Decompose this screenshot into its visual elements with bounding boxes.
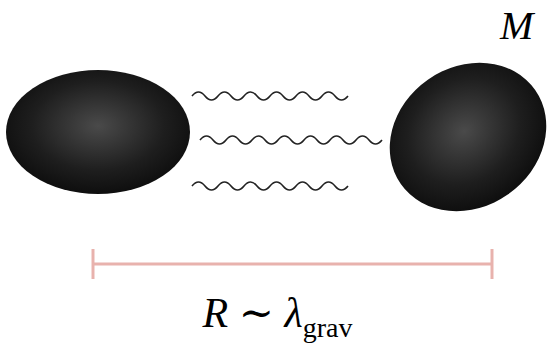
separation-label: R ∼ λgrav — [0, 288, 555, 344]
subscript-text: grav — [303, 312, 353, 343]
black-hole-right — [361, 33, 555, 242]
wave-line — [192, 182, 348, 190]
bracket-tick — [92, 249, 95, 279]
distance-bracket — [93, 249, 492, 279]
bracket-tick — [491, 249, 494, 279]
wave-line — [200, 136, 382, 144]
separation-text: R ∼ λ — [203, 290, 303, 336]
mass-label: M — [500, 2, 533, 49]
black-hole-left — [6, 70, 190, 194]
wave-line — [192, 92, 348, 100]
gravitational-waves — [192, 92, 382, 190]
bracket-line — [93, 263, 492, 266]
